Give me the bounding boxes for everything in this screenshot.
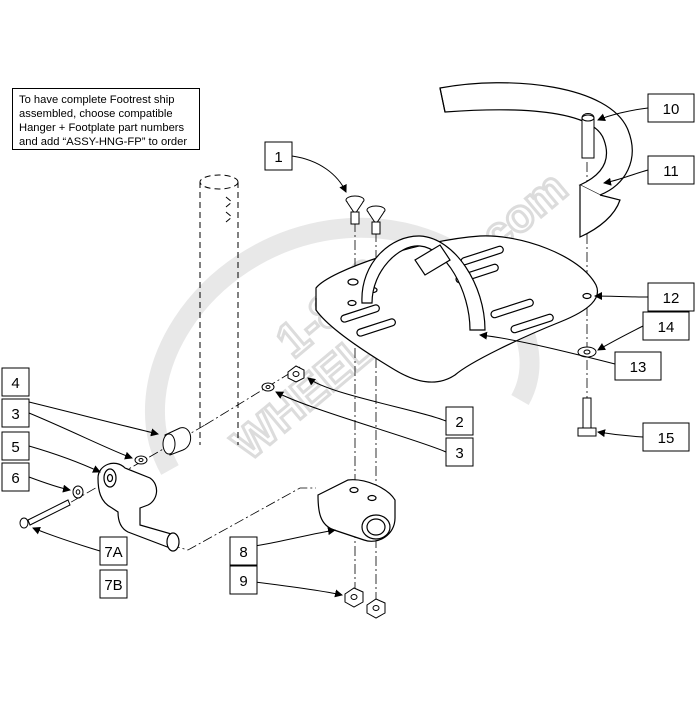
callout-label-13: 13	[630, 359, 647, 376]
callout-box-6	[1, 462, 30, 492]
nuts-part-9	[344, 587, 386, 619]
callout-label-11: 11	[663, 163, 679, 180]
callout-box-8	[229, 536, 258, 566]
callout-label-7a: 7A	[104, 544, 122, 561]
footplate-part-12	[315, 235, 599, 383]
callout-label-6: 6	[11, 470, 19, 487]
callout-box-9	[229, 565, 258, 595]
callout-label-12: 12	[663, 290, 680, 307]
heel-strap-part-13	[361, 235, 486, 331]
calf-strap-part-11	[439, 82, 633, 238]
clamp-part-8	[317, 479, 396, 542]
note-line-3: Hanger + Footplate part numbers	[19, 122, 185, 134]
callout-box-15	[642, 422, 690, 452]
washer-part-3	[134, 382, 275, 465]
callout-label-8: 8	[239, 544, 247, 561]
callout-box-1	[264, 141, 293, 171]
callout-label-4: 4	[11, 375, 19, 392]
callout-box-7b	[99, 569, 128, 599]
callout-box-7a	[99, 536, 128, 566]
callout-label-10: 10	[663, 101, 680, 118]
callout-label-3a: 3	[11, 406, 19, 423]
callout-label-15: 15	[658, 430, 675, 447]
callout-box-3a	[1, 398, 30, 428]
callout-box-3b	[445, 437, 474, 467]
callout-label-1: 1	[274, 149, 282, 166]
order-instructions-note: To have complete Footrest ship assembled…	[12, 88, 200, 150]
note-line-1: To have complete Footrest ship	[19, 94, 175, 106]
callout-box-13	[614, 351, 662, 381]
callout-box-2	[445, 406, 474, 436]
note-line-4: and add “ASSY-HNG-FP” to order	[19, 136, 188, 148]
bolt-part-7a	[19, 499, 71, 529]
callout-label-2: 2	[455, 414, 463, 431]
callout-box-4	[1, 367, 30, 397]
callout-boxes	[1, 93, 695, 599]
callout-box-11	[647, 155, 695, 185]
pin-part-10	[581, 113, 595, 159]
washer-part-6	[72, 485, 84, 499]
note-line-2: assembled, choose compatible	[19, 108, 173, 120]
callout-label-7b: 7B	[104, 577, 122, 594]
callout-label-3b: 3	[455, 445, 463, 462]
hanger-bracket-part-5	[97, 462, 180, 552]
callout-box-14	[642, 311, 690, 341]
callout-label-9: 9	[239, 573, 247, 590]
nut-part-2	[287, 365, 305, 383]
bolt-part-15	[577, 397, 597, 437]
spacer-part-4	[162, 427, 191, 456]
screw-part-1	[345, 195, 386, 235]
callout-box-5	[1, 431, 30, 461]
callout-box-12	[647, 282, 695, 312]
callout-label-14: 14	[658, 319, 675, 336]
callout-label-5: 5	[11, 439, 19, 456]
hanger-tube	[199, 174, 239, 445]
callout-box-10	[647, 93, 695, 123]
